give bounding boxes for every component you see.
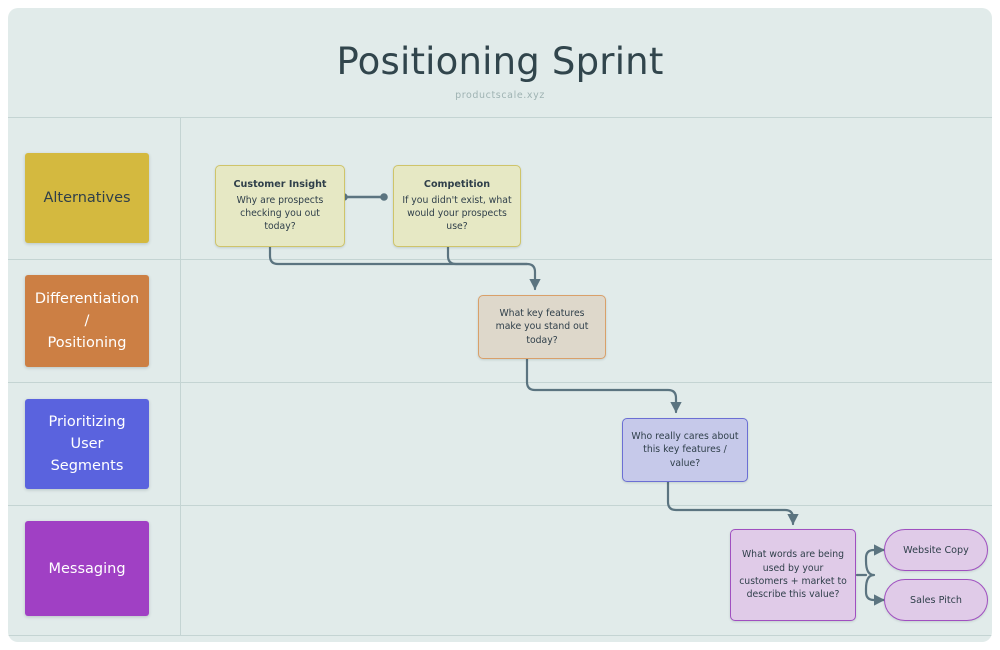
- page-title: Positioning Sprint: [336, 40, 664, 83]
- row-divider-3: [8, 505, 992, 506]
- pill-label: Sales Pitch: [910, 594, 962, 606]
- link-endpoint-dot-right: [380, 193, 388, 201]
- stage-label: Messaging: [48, 560, 126, 577]
- connector-features-to-segments: [525, 357, 682, 414]
- node-title: Competition: [423, 179, 491, 191]
- node-title: Customer Insight: [233, 179, 327, 191]
- node-customer-insight[interactable]: Customer Insight Why are prospects check…: [215, 165, 345, 247]
- diagram-header: Positioning Sprint productscale.xyz: [8, 8, 992, 118]
- node-key-features[interactable]: What key features make you stand out tod…: [478, 295, 606, 359]
- connector-to-sales-pitch: [864, 587, 886, 606]
- node-who-cares[interactable]: Who really cares about this key features…: [622, 418, 748, 482]
- node-body: If you didn't exist, what would your pro…: [402, 194, 512, 233]
- row-divider-2: [8, 382, 992, 383]
- page-subtitle: productscale.xyz: [455, 90, 545, 101]
- node-body: Why are prospects checking you out today…: [236, 194, 324, 233]
- column-divider: [180, 118, 181, 636]
- diagram-canvas: Positioning Sprint productscale.xyz Alte…: [8, 8, 992, 642]
- row-divider-4: [8, 635, 992, 636]
- node-competition[interactable]: Competition If you didn't exist, what wo…: [393, 165, 521, 247]
- brace-curve: [864, 559, 876, 591]
- node-body: What key features make you stand out tod…: [495, 307, 589, 346]
- node-body: What words are being used by your custom…: [739, 549, 847, 601]
- stage-differentiation-positioning[interactable]: Differentiation/Positioning: [25, 275, 149, 367]
- stage-label: Differentiation/Positioning: [34, 291, 140, 351]
- node-body: Who really cares about this key features…: [631, 430, 739, 469]
- stage-messaging[interactable]: Messaging: [25, 521, 149, 616]
- output-sales-pitch[interactable]: Sales Pitch: [884, 579, 988, 621]
- row-divider-1: [8, 259, 992, 260]
- connector-to-website-copy: [864, 544, 886, 563]
- pill-label: Website Copy: [903, 544, 969, 556]
- node-words-used[interactable]: What words are being used by your custom…: [730, 529, 856, 621]
- connector-segments-to-messaging: [666, 480, 799, 526]
- stage-alternatives[interactable]: Alternatives: [25, 153, 149, 243]
- output-website-copy[interactable]: Website Copy: [884, 529, 988, 571]
- stage-label: Alternatives: [43, 190, 131, 206]
